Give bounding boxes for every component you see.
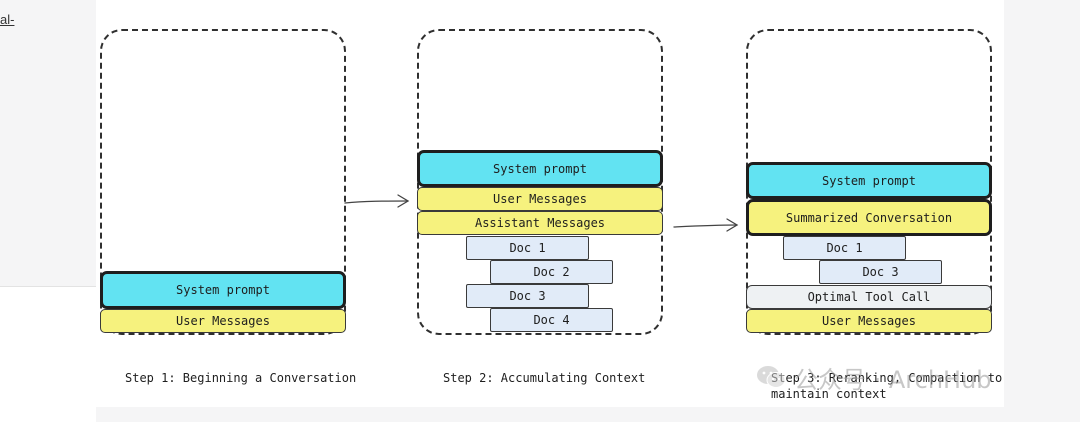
step3-optimal-tool-call: Optimal Tool Call	[746, 285, 992, 309]
step2-system-prompt: System prompt	[417, 150, 663, 187]
step2-assistant-messages: Assistant Messages	[417, 211, 663, 235]
step2-doc-1: Doc 1	[466, 236, 589, 260]
step3-doc-3: Doc 3	[819, 260, 942, 284]
edge-link-fragment[interactable]: al-	[0, 12, 15, 27]
step3-system-prompt: System prompt	[746, 162, 992, 199]
step2-doc-2: Doc 2	[490, 260, 613, 284]
step2-user-messages: User Messages	[417, 187, 663, 211]
step3-user-messages: User Messages	[746, 309, 992, 333]
step1-frame	[100, 29, 346, 335]
step3-doc-1: Doc 1	[783, 236, 906, 260]
step1-caption: Step 1: Beginning a Conversation	[125, 371, 357, 385]
step3-summarized-conversation: Summarized Conversation	[746, 199, 992, 236]
step2-caption: Step 2: Accumulating Context	[443, 371, 646, 385]
step3-caption-line2: maintain context	[771, 387, 887, 401]
step3-caption: Step 3: Reranking, Compaction to maintai…	[771, 370, 1002, 402]
step3-caption-line1: Step 3: Reranking, Compaction to	[771, 371, 1003, 385]
step2-doc-4: Doc 4	[490, 308, 613, 332]
step2-doc-3: Doc 3	[466, 284, 589, 308]
step1-user-messages: User Messages	[100, 309, 346, 333]
step1-system-prompt: System prompt	[100, 271, 346, 309]
left-panel-edge	[0, 286, 96, 422]
